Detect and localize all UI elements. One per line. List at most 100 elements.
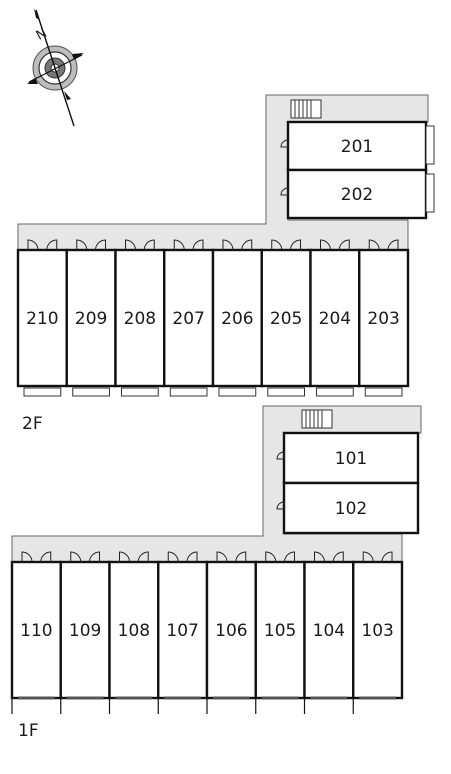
unit-outline [114,248,166,388]
door-icon [280,139,289,148]
door-icon [314,551,325,563]
unit-201: 201 [280,120,435,172]
door-icon [89,551,100,563]
unit-label: 210 [26,309,58,329]
door-icon [119,551,130,563]
compass-rose-icon [27,8,84,127]
unit-208: 208 [114,239,166,397]
unit-outline [16,248,68,388]
door-icon [265,551,277,563]
unit-outline [282,481,420,535]
balcony [169,387,208,397]
floor-2f-plan: 201 202 210 209 208 207 206 205 204 203 [16,94,435,397]
unit-outline [59,560,111,700]
balcony [425,173,435,213]
unit-outline [211,248,263,388]
unit-106: 106 [205,551,257,714]
unit-103: 103 [352,551,404,714]
unit-label: 107 [166,621,198,641]
unit-label: 103 [361,621,393,641]
unit-label: 208 [124,309,156,329]
balcony [218,387,257,397]
unit-label: 106 [215,621,247,641]
unit-label: 205 [270,309,302,329]
door-icon [95,239,106,251]
balcony [72,387,110,397]
door-icon [173,239,185,251]
unit-label: 207 [172,309,204,329]
unit-label: 202 [341,185,373,205]
door-icon [320,239,331,251]
unit-outline [309,248,361,388]
unit-outline [254,560,306,700]
unit-204: 204 [309,239,361,397]
door-icon [70,551,82,563]
door-icon [125,239,136,251]
unit-202: 202 [280,168,435,220]
unit-109: 109 [59,551,111,714]
door-icon [46,239,58,251]
unit-101: 101 [276,431,420,485]
unit-206: 206 [211,239,263,397]
door-icon [40,551,52,563]
unit-label: 104 [313,621,345,641]
unit-outline [303,560,355,700]
balcony [316,387,354,397]
unit-209: 209 [65,239,117,397]
unit-210: 210 [16,239,68,397]
compass-north-label: N [34,26,50,44]
unit-outline [260,248,312,388]
floor-label-2f: 2F [22,414,43,434]
unit-outline [163,248,215,388]
door-icon [143,239,155,251]
unit-label: 105 [264,621,296,641]
door-icon [76,239,88,251]
balcony [364,387,403,397]
floor-label-1f: 1F [18,721,39,741]
unit-205: 205 [260,239,312,397]
unit-108: 108 [108,551,160,714]
balcony [425,125,435,165]
unit-label: 206 [221,309,253,329]
floor-1f-plan: 101 102 110 109 108 107 106 105 104 103 [10,405,422,714]
stair-2f-steps [294,100,312,118]
door-icon [186,551,198,563]
unit-label: 108 [118,621,150,641]
unit-outline [358,248,410,388]
unit-label: 101 [335,449,367,469]
unit-207: 207 [163,239,215,397]
door-icon [338,239,350,251]
unit-label: 204 [319,309,351,329]
door-icon [290,239,301,251]
door-icon [276,501,285,510]
balcony [121,387,159,397]
unit-110: 110 [10,551,62,714]
unit-label: 109 [69,621,101,641]
unit-203: 203 [358,239,410,397]
unit-107: 107 [157,551,209,714]
unit-outline [282,431,420,485]
unit-label: 209 [75,309,107,329]
door-icon [27,239,39,251]
door-icon [368,239,380,251]
balcony [23,387,62,397]
door-icon [216,551,228,563]
unit-104: 104 [303,551,355,714]
door-icon [276,451,285,460]
door-icon [332,551,344,563]
door-icon [235,551,247,563]
door-icon [167,551,179,563]
door-icon [192,239,204,251]
door-icon [21,551,33,563]
unit-105: 105 [254,551,306,714]
unit-label: 203 [367,309,399,329]
unit-label: 201 [341,137,373,157]
unit-102: 102 [276,481,420,535]
door-icon [381,551,393,563]
door-icon [284,551,295,563]
stair-1f-steps [305,410,323,428]
door-icon [271,239,283,251]
door-icon [241,239,253,251]
unit-label: 102 [335,499,367,519]
